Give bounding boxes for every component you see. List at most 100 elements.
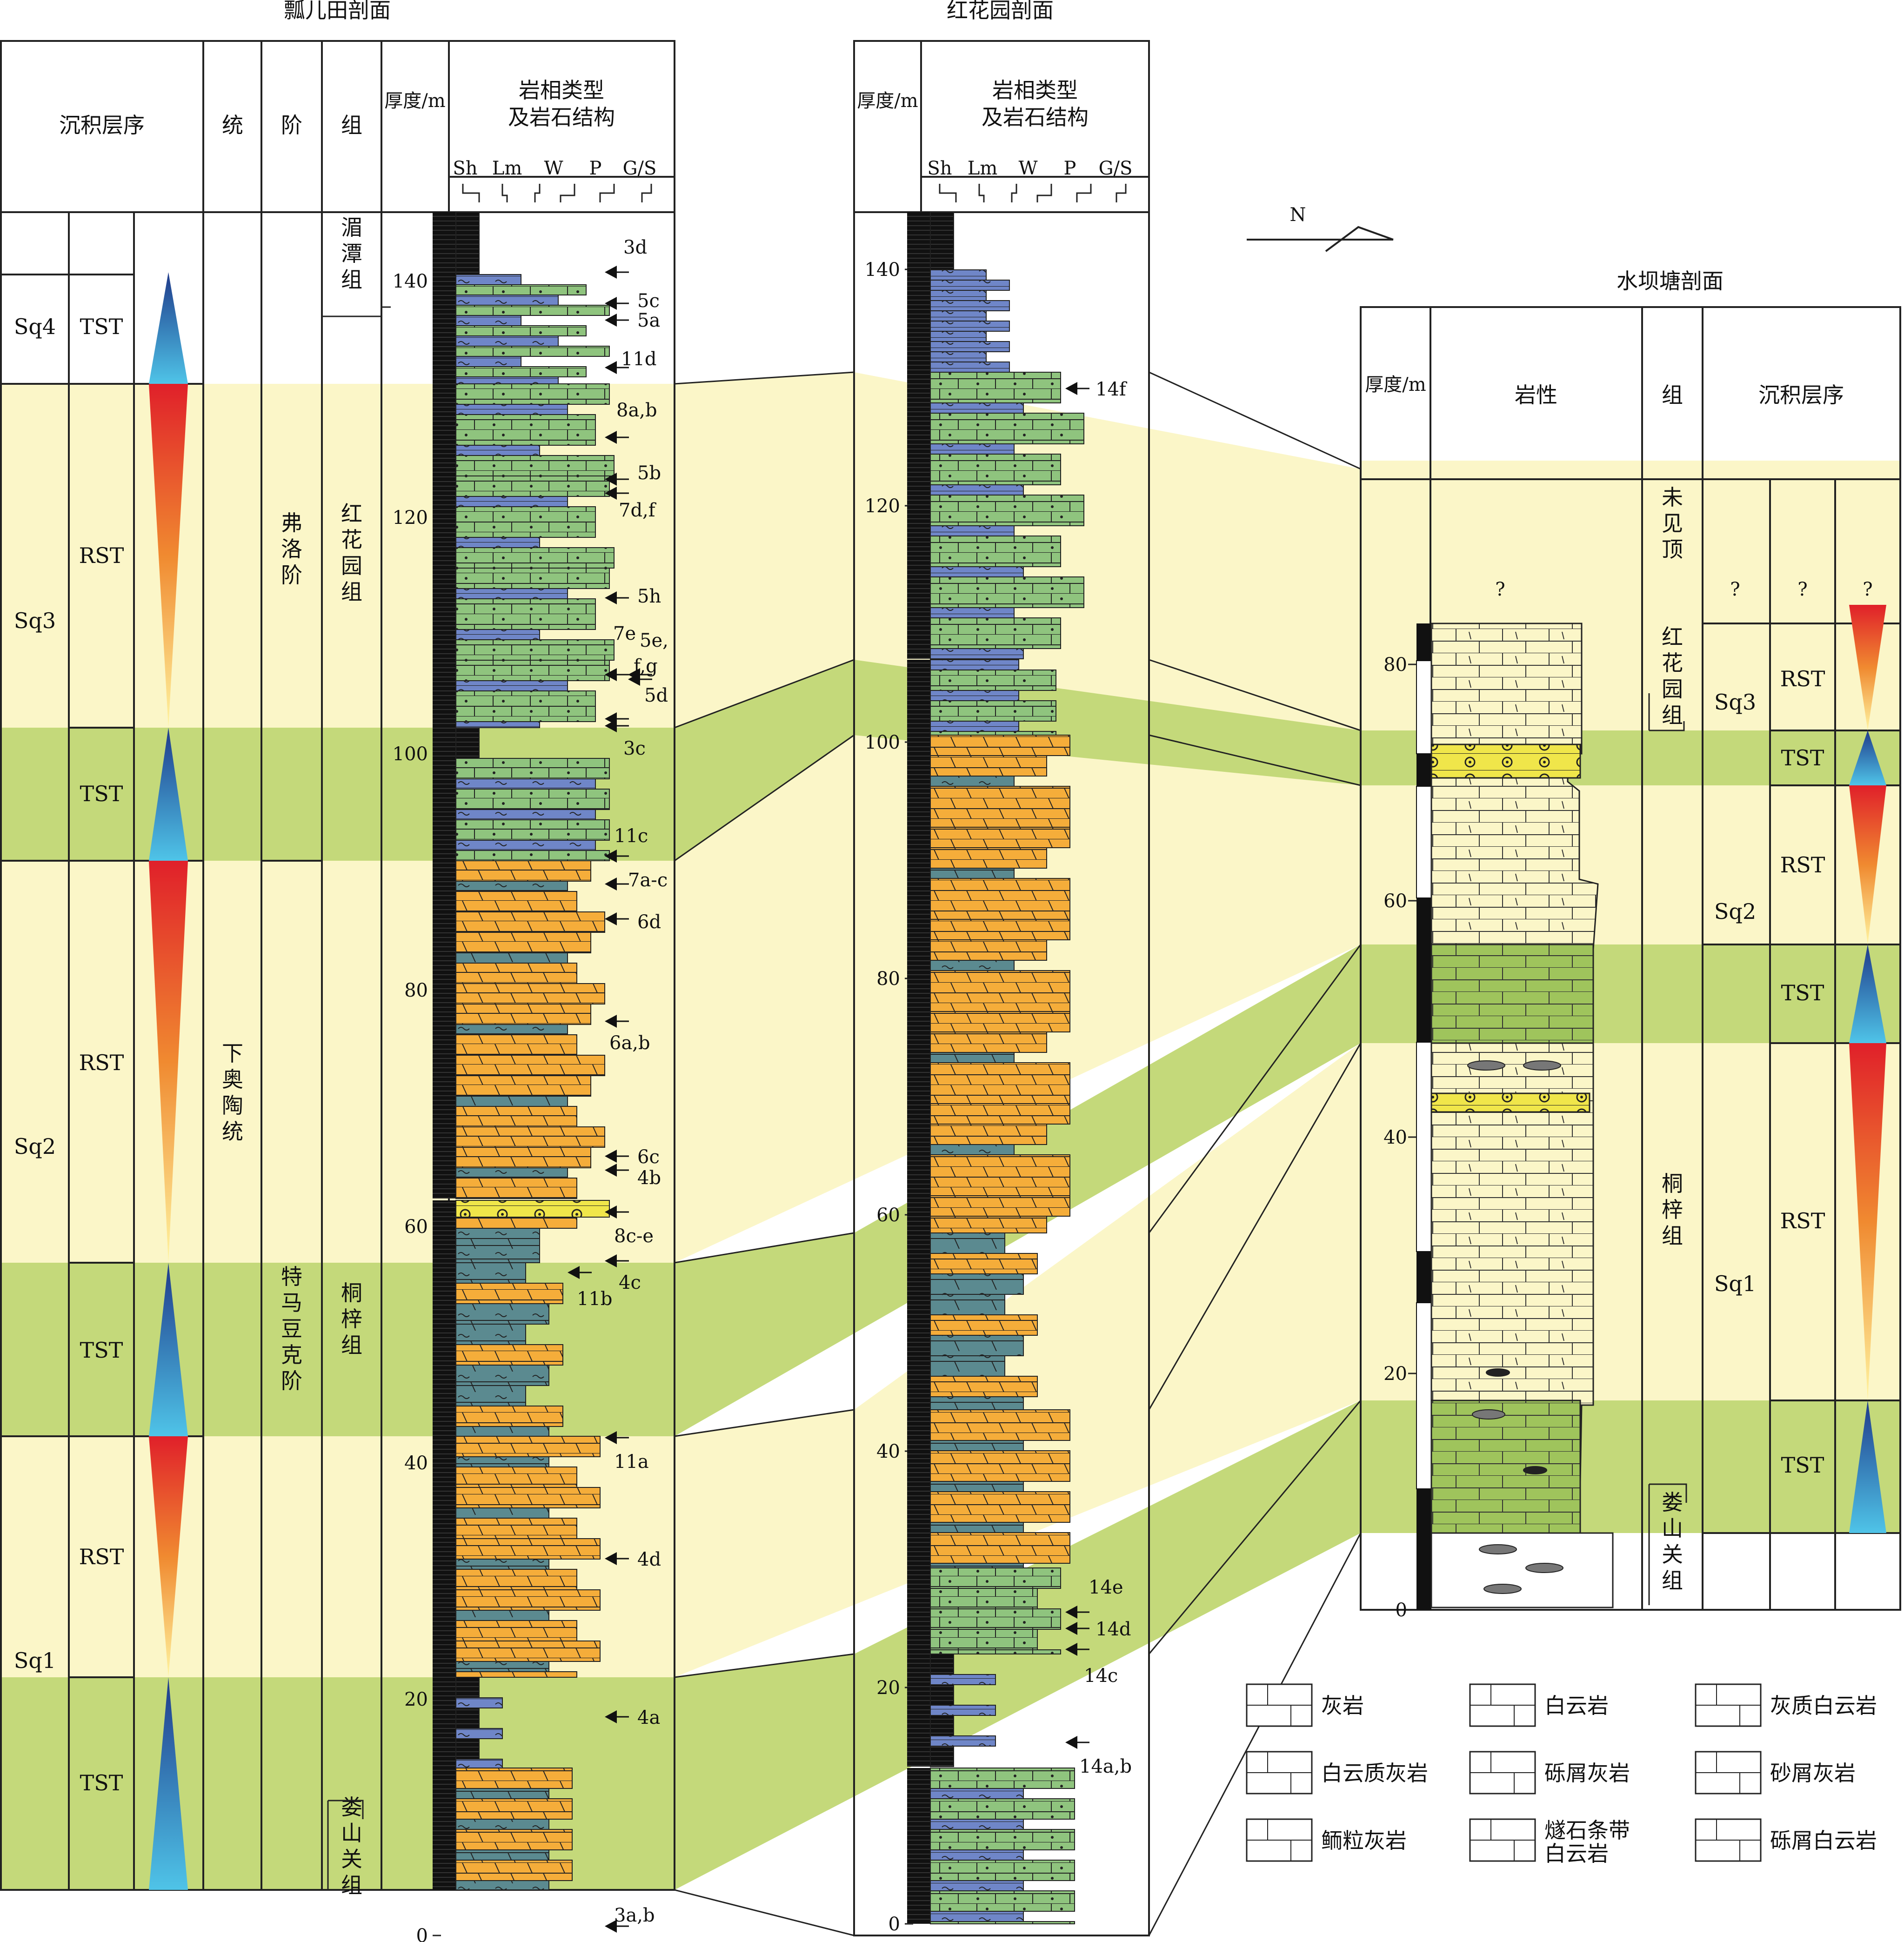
shale-interval <box>433 599 456 629</box>
sample-label: 5c <box>637 290 660 312</box>
piao-st-4: RST <box>79 1050 124 1075</box>
shale-interval <box>433 1127 456 1147</box>
shale-interval <box>433 1661 456 1672</box>
bed <box>455 1436 601 1457</box>
shale-interval <box>907 827 930 848</box>
bed <box>455 1228 540 1246</box>
shale-interval <box>907 1563 930 1568</box>
shale-interval <box>433 445 456 455</box>
scale-tick-label: 80 <box>404 980 428 1001</box>
bed <box>455 1055 605 1076</box>
bed <box>930 939 1047 961</box>
bed <box>930 1154 1070 1196</box>
shale-interval <box>907 1063 930 1104</box>
bed <box>930 1788 1024 1799</box>
bed <box>455 690 596 722</box>
sample-arrow-icon <box>1065 382 1077 395</box>
bed <box>930 1011 1070 1032</box>
bed <box>455 325 587 336</box>
shale-interval <box>907 270 930 280</box>
scale-tick-label: 80 <box>1383 654 1407 676</box>
shale-interval <box>907 1356 930 1376</box>
bed <box>455 1147 591 1168</box>
shale-interval <box>433 1768 456 1788</box>
piao-seq-sq1: Sq1 <box>14 1648 56 1673</box>
shale-interval <box>433 881 456 891</box>
shale-interval <box>433 305 456 315</box>
bed <box>455 445 540 456</box>
shale-interval <box>433 1106 456 1127</box>
sample-label: 14c <box>1084 1665 1118 1687</box>
texture-code: W <box>1018 158 1037 179</box>
bed <box>930 290 987 301</box>
sample-arrow-icon <box>605 487 617 500</box>
north-label: N <box>1290 204 1306 226</box>
bed <box>930 670 1056 691</box>
shale-interval <box>433 912 456 932</box>
shui-labels: 未见顶 红花园组 桐梓组 娄山关组 ? ? ? ? Sq3 Sq2 Sq1 RS… <box>1495 485 1873 1605</box>
bed <box>455 660 610 681</box>
shale-interval <box>433 722 456 728</box>
shale-interval <box>907 1253 930 1274</box>
shale-interval <box>907 701 930 721</box>
bed <box>930 1216 1047 1233</box>
shale-interval <box>433 1799 456 1819</box>
shale-interval <box>907 1922 930 1924</box>
texture-code: G/S <box>1099 158 1133 179</box>
bed <box>455 305 610 316</box>
shale-interval <box>907 1850 930 1860</box>
scale-tick-label: 0 <box>1396 1600 1407 1621</box>
shale-interval <box>433 1788 456 1799</box>
sample-arrow-icon <box>605 850 617 863</box>
shale-interval <box>433 1829 456 1850</box>
legend-label: 灰质白云岩 <box>1770 1693 1877 1718</box>
bed <box>930 1567 1061 1589</box>
shui-formation-honghuayuan: 红花园组 <box>1662 624 1683 728</box>
bed <box>455 1075 591 1097</box>
piao-formation-tongzi: 桐梓组 <box>341 1280 362 1358</box>
bed <box>455 1559 549 1570</box>
bed <box>930 1715 954 1736</box>
scale-tick-label: 60 <box>1383 891 1407 912</box>
shale-interval <box>433 476 456 496</box>
shale-interval <box>907 536 930 567</box>
legend-label: 砾屑灰岩 <box>1544 1761 1630 1786</box>
shale-interval <box>433 891 456 912</box>
bed <box>930 970 1070 1012</box>
bed <box>930 1532 1070 1564</box>
shale-interval <box>433 1698 456 1708</box>
shale-interval <box>433 455 456 476</box>
scale-tick-label: 100 <box>393 743 428 765</box>
bed <box>930 341 1010 352</box>
shale-interval <box>907 1715 930 1736</box>
bed <box>455 1677 480 1698</box>
shale-interval <box>433 548 456 568</box>
shui-trend-triangles <box>1849 605 1886 1533</box>
bed <box>930 1031 1047 1053</box>
shale-interval <box>907 403 930 413</box>
shui-seq-sq1: Sq1 <box>1714 1271 1756 1296</box>
sample-label: 5h <box>637 586 661 607</box>
shale-interval <box>433 384 456 404</box>
bed <box>455 1589 601 1611</box>
scale-tick-label: 80 <box>876 968 900 990</box>
shale-interval <box>907 444 930 454</box>
bed <box>455 1456 549 1467</box>
piao-sequence-labels: Sq4 Sq3 Sq2 Sq1 TST RST TST RST TST RST … <box>14 314 124 1795</box>
bed <box>455 1860 573 1881</box>
bed <box>930 1588 1038 1609</box>
shale-interval <box>907 495 930 526</box>
shale-interval <box>433 1672 456 1677</box>
bed <box>455 840 596 851</box>
bed <box>455 295 559 306</box>
bed <box>930 310 987 321</box>
scale-tick-label: 60 <box>876 1205 900 1226</box>
legend-label: 燧石条带 <box>1544 1818 1630 1843</box>
sample-label: 4d <box>637 1549 661 1570</box>
piao-header-thickness: 厚度/m <box>384 90 445 112</box>
sample-arrow-icon <box>568 1266 580 1279</box>
scale-tick-label: 120 <box>865 496 900 517</box>
bed <box>930 868 1015 879</box>
shale-interval <box>433 861 456 881</box>
